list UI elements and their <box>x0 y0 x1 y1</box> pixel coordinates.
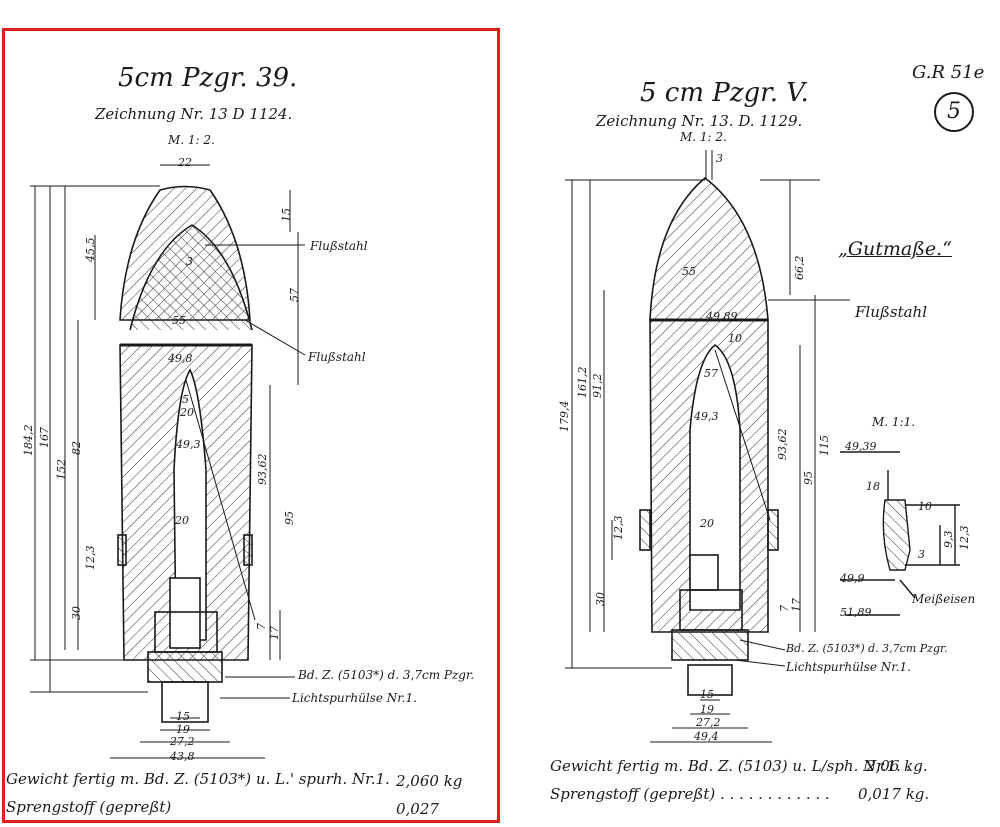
left-dim-inner-2: 5 <box>182 393 189 406</box>
left-dimension-lines <box>30 164 306 759</box>
detail-dim-3: 10 <box>918 500 932 513</box>
left-label-material-2: Flußstahl <box>308 350 366 364</box>
detail-dim-4: 3 <box>918 548 925 561</box>
right-dim-side-7: 93,62 <box>776 428 789 461</box>
detail-dim-7: 49,9 <box>840 572 865 585</box>
right-dim-bottom-3: 49,4 <box>694 730 719 743</box>
left-dim-side-7: 93,62 <box>256 453 269 486</box>
right-footer-charge-label: Sprengstoff (gepreßt) . . . . . . . . . … <box>550 785 830 803</box>
left-footer-charge-label: Sprengstoff (gepreßt) <box>6 798 172 816</box>
right-dim-inner-2: 10 <box>728 332 742 345</box>
right-footer-charge-value: 0,017 kg. <box>858 785 930 803</box>
left-dim-top-2: 45,5 <box>84 237 97 263</box>
left-dim-side-9: 7 <box>255 623 268 630</box>
right-dim-top-0: 3 <box>716 152 723 165</box>
left-dim-top-3: 3 <box>186 255 193 268</box>
left-dim-inner-4: 49,3 <box>176 438 201 451</box>
left-title: 5cm Pzgr. 39. <box>118 63 298 93</box>
right-dim-side-3: 30 <box>594 592 607 606</box>
right-dim-side-2: 91,2 <box>591 373 604 399</box>
page-number-circle: 5 <box>934 92 974 132</box>
right-dim-side-5: 115 <box>818 435 831 456</box>
right-dim-inner-4: 49,3 <box>694 410 719 423</box>
left-footer-charge-value: 0,027 <box>396 800 439 818</box>
left-dim-bottom-0: 15 <box>176 710 190 723</box>
left-dim-bottom-1: 19 <box>176 723 190 736</box>
right-footer-weight-value: 2,06 kg. <box>866 757 928 775</box>
left-footer-weight-value: 2,060 kg <box>396 772 463 790</box>
right-label-material: Flußstahl <box>855 303 928 321</box>
right-dim-bottom-2: 27,2 <box>696 716 721 729</box>
left-dim-inner-5: 20 <box>175 514 189 527</box>
detail-scale: M. 1:1. <box>872 415 916 429</box>
left-label-tracer: Lichtspurhülse Nr.1. <box>292 691 417 705</box>
detail-dim-8: 51,89 <box>840 606 872 619</box>
right-label-fuze: Bd. Z. (5103*) d. 3,7cm Pzgr. <box>786 642 948 655</box>
left-dim-side-0: 184,2 <box>22 424 35 457</box>
left-dim-top-1: 15 <box>280 208 293 222</box>
right-footer-weight-label: Gewicht fertig m. Bd. Z. (5103) u. L/sph… <box>550 757 911 775</box>
left-dim-side-1: 167 <box>38 427 51 448</box>
right-dim-inner-5: 20 <box>700 517 714 530</box>
left-dim-side-8: 17 <box>268 626 281 640</box>
detail-dim-5: 9,3 <box>942 530 955 549</box>
detail-label: Meißeisen <box>912 592 976 606</box>
right-title: 5 cm Pzgr. V. <box>640 78 809 108</box>
left-dim-inner-3: 20 <box>180 406 194 419</box>
left-highlight-frame <box>2 28 500 823</box>
right-dim-side-4: 12,3 <box>612 515 625 541</box>
right-label-gutmasse: „Gutmaße.“ <box>838 238 952 260</box>
right-dim-inner-3: 57 <box>704 367 718 380</box>
left-dim-bottom-3: 43,8 <box>170 750 195 763</box>
left-footer-weight-label: Gewicht fertig m. Bd. Z. (5103*) u. L.' … <box>6 770 390 788</box>
right-dim-side-0: 179,4 <box>558 400 571 433</box>
detail-dim-2: 18 <box>866 480 880 493</box>
left-label-fuze: Bd. Z. (5103*) d. 3,7cm Pzgr. <box>298 668 475 682</box>
left-dim-side-3: 82 <box>70 441 83 455</box>
sheet-ref: G.R 51e <box>912 62 985 83</box>
left-label-material-1: Flußstahl <box>310 239 368 253</box>
right-scale: M. 1: 2. <box>680 130 727 144</box>
right-dim-side-6: 95 <box>802 471 815 485</box>
left-dim-bottom-2: 27,2 <box>170 735 195 748</box>
detail-driving-band <box>840 451 960 616</box>
right-projectile <box>639 176 779 696</box>
right-dim-inner-0: 55 <box>682 265 696 278</box>
left-dim-top-0: 22 <box>178 156 192 169</box>
left-scale: M. 1: 2. <box>168 133 215 147</box>
left-dim-inner-1: 49,8 <box>168 352 193 365</box>
left-dim-side-4: 30 <box>70 606 83 620</box>
right-dim-bottom-1: 19 <box>700 703 714 716</box>
right-drawing-number: Zeichnung Nr. 13. D. 1129. <box>596 112 803 130</box>
left-dim-inner-0: 55 <box>172 314 186 327</box>
left-drawing-number: Zeichnung Nr. 13 D 1124. <box>95 105 293 123</box>
left-dim-top-4: 57 <box>288 288 301 302</box>
right-dim-inner-1: 49,89 <box>706 310 738 323</box>
right-dimension-lines <box>565 150 850 743</box>
left-projectile <box>117 185 253 723</box>
right-dim-side-9: 7 <box>778 605 791 612</box>
detail-dim-6: 12,3 <box>958 525 971 551</box>
right-dim-top-1: 66,2 <box>793 255 806 281</box>
right-dim-side-8: 17 <box>790 598 803 612</box>
detail-dim-1: 49,39 <box>845 440 877 453</box>
right-dim-bottom-0: 15 <box>700 688 714 701</box>
right-dim-side-1: 161,2 <box>576 366 589 399</box>
left-dim-side-6: 95 <box>283 511 296 525</box>
left-dim-side-2: 152 <box>55 459 68 480</box>
right-label-tracer: Lichtspurhülse Nr.1. <box>786 660 911 674</box>
left-dim-side-5: 12,3 <box>84 545 97 571</box>
